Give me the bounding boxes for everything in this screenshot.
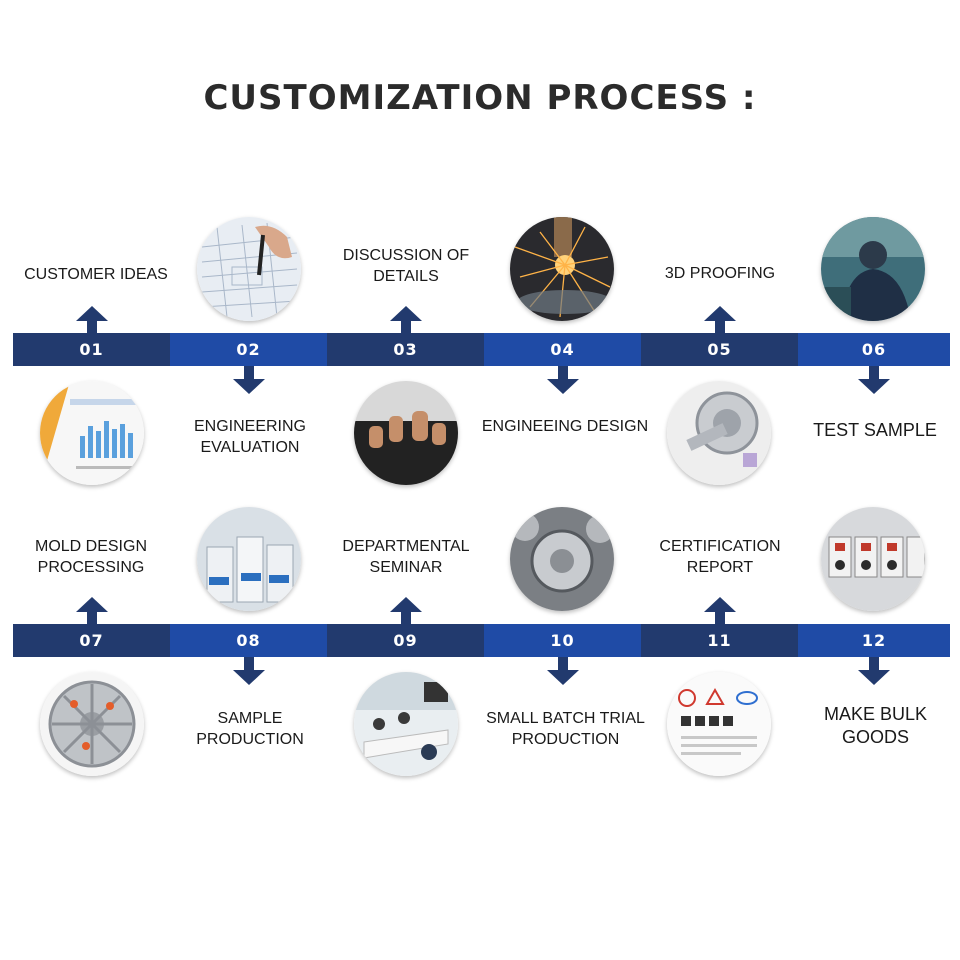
step-number-12: 12 (798, 624, 950, 657)
step-label-02: ENGINEERING EVALUATION (193, 418, 306, 456)
step-label-11: CERTIFICATION REPORT (659, 538, 781, 576)
step-label-12: MAKE BULK GOODS (823, 704, 928, 747)
thumbs-up-photo (354, 381, 458, 485)
step-number-05: 05 (641, 333, 798, 366)
step-number-03: 03 (327, 333, 484, 366)
step-label-01: CUSTOMER IDEAS (24, 266, 168, 283)
step-label-08: SAMPLE PRODUCTION (196, 710, 304, 748)
step-label-10: SMALL BATCH TRIAL PRODUCTION (486, 710, 645, 748)
worker-photo (821, 217, 925, 321)
plastic-part-photo (40, 672, 144, 776)
step-label-03: DISCUSSION OF DETAILS (342, 247, 470, 285)
step-label-09: DEPARTMENTAL SEMINAR (342, 538, 470, 576)
step-number-10: 10 (484, 624, 641, 657)
step-label-06: TEST SAMPLE (813, 420, 937, 440)
timeline-band-row1: 01 02 03 04 05 06 (13, 333, 950, 366)
timeline-band-row2: 07 08 09 10 11 12 (13, 624, 950, 657)
step-number-11: 11 (641, 624, 798, 657)
step-label-07: MOLD DESIGN PROCESSING (34, 538, 147, 576)
metal-part-photo (667, 381, 771, 485)
welding-sparks-photo (510, 217, 614, 321)
drawing-pen-photo (197, 217, 301, 321)
meeting-photo (354, 672, 458, 776)
step-label-04: ENGINEEING DESIGN (481, 418, 649, 435)
step-number-09: 09 (327, 624, 484, 657)
step-label-05: 3D PROOFING (664, 265, 776, 282)
certificate-photo (667, 672, 771, 776)
valves-photo (821, 507, 925, 611)
machines-photo (197, 507, 301, 611)
customer-ideas-photo (40, 381, 144, 485)
step-number-04: 04 (484, 333, 641, 366)
step-number-02: 02 (170, 333, 327, 366)
step-number-01: 01 (13, 333, 170, 366)
page-title: CUSTOMIZATION PROCESS : (203, 78, 757, 118)
step-number-06: 06 (798, 333, 950, 366)
pulleys-photo (510, 507, 614, 611)
step-number-08: 08 (170, 624, 327, 657)
step-number-07: 07 (13, 624, 170, 657)
